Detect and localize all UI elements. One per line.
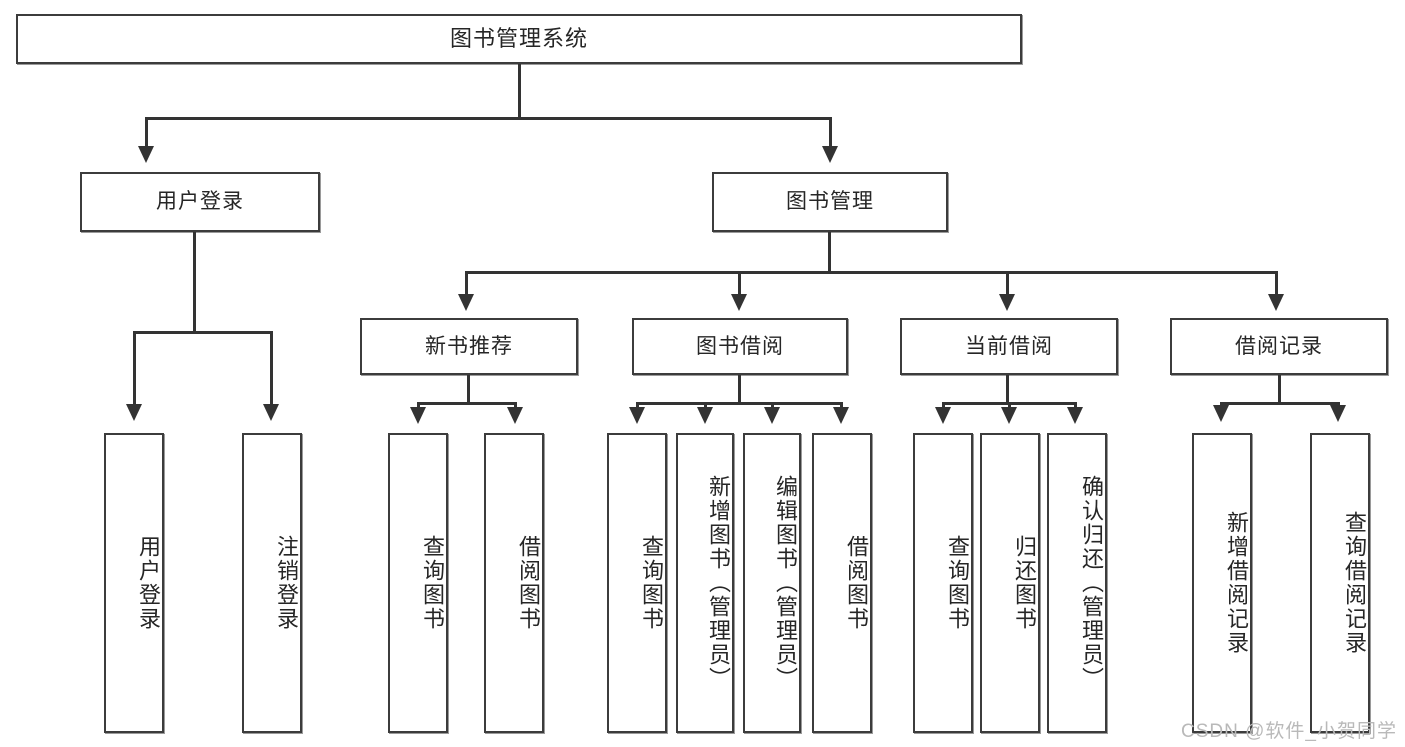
connector-bookborrow-to-leaf-3	[771, 402, 774, 410]
arrow-bm-to-borrow-record	[1268, 294, 1284, 311]
connector-user-login-to-leaf-1	[133, 331, 136, 407]
arrow-user-login-to-leaf-2	[263, 404, 279, 421]
leaf-borrowrecord-add-record[interactable]: 新增借阅记录	[1192, 433, 1252, 733]
connector-bm-to-new-book	[465, 271, 468, 297]
node-label: 编辑图书（管理员）	[773, 475, 798, 691]
arrow-root-to-user-login	[138, 146, 154, 163]
node-label: 新增借阅记录	[1224, 511, 1249, 655]
arrow-newbook-to-leaf-1	[410, 407, 426, 424]
arrow-user-login-to-leaf-1	[126, 404, 142, 421]
leaf-bookborrow-borrow-book[interactable]: 借阅图书	[812, 433, 872, 733]
arrow-currentborrow-to-leaf-2	[1001, 407, 1017, 424]
node-label: 查询图书	[945, 535, 970, 631]
arrow-bookborrow-to-leaf-1	[629, 407, 645, 424]
node-label: 当前借阅	[965, 334, 1053, 358]
connector-currentborrow-to-leaf-1	[942, 402, 945, 410]
node-label: 用户登录	[156, 190, 244, 214]
node-label: 借阅图书	[844, 535, 869, 631]
leaf-user-login-login[interactable]: 用户登录	[104, 433, 164, 733]
arrow-bm-to-new-book	[458, 294, 474, 311]
arrow-bookborrow-to-leaf-4	[833, 407, 849, 424]
node-label: 查询图书	[639, 535, 664, 631]
node-label: 借阅图书	[516, 535, 541, 631]
node-user-login[interactable]: 用户登录	[80, 172, 320, 232]
node-label: 图书管理系统	[449, 25, 588, 51]
leaf-bookborrow-edit-book-admin[interactable]: 编辑图书（管理员）	[743, 433, 801, 733]
leaf-bookborrow-add-book-admin[interactable]: 新增图书（管理员）	[676, 433, 734, 733]
arrow-bm-to-current-borrow	[999, 294, 1015, 311]
leaf-currentborrow-confirm-return-admin[interactable]: 确认归还（管理员）	[1047, 433, 1107, 733]
node-label: 归还图书	[1012, 535, 1037, 631]
connector-user-login-bus	[133, 331, 273, 334]
connector-bm-to-book-borrow	[738, 271, 741, 297]
arrow-borrowrecord-to-leaf-1	[1213, 405, 1229, 422]
node-current-borrow[interactable]: 当前借阅	[900, 318, 1118, 375]
connector-root-to-user-login	[145, 117, 148, 149]
connector-newbook-to-leaf-2	[514, 402, 517, 410]
connector-bm-to-current-borrow	[1006, 271, 1009, 297]
leaf-currentborrow-return-book[interactable]: 归还图书	[980, 433, 1040, 733]
arrow-currentborrow-to-leaf-1	[935, 407, 951, 424]
connector-bookborrow-to-leaf-2	[704, 402, 707, 410]
node-root-book-management-system[interactable]: 图书管理系统	[16, 14, 1022, 64]
connector-root-stem	[518, 64, 521, 119]
node-new-book-recommend[interactable]: 新书推荐	[360, 318, 578, 375]
connector-book-management-bus	[465, 271, 1278, 274]
connector-currentborrow-stem	[1006, 375, 1009, 404]
connector-bookborrow-to-leaf-4	[840, 402, 843, 410]
connector-bookborrow-to-leaf-1	[636, 402, 639, 410]
arrow-newbook-to-leaf-2	[507, 407, 523, 424]
node-label: 注销登录	[274, 535, 299, 631]
node-borrow-record[interactable]: 借阅记录	[1170, 318, 1388, 375]
connector-root-to-book-management	[829, 117, 832, 149]
connector-borrowrecord-bus	[1220, 402, 1340, 405]
node-label: 图书借阅	[696, 334, 784, 358]
connector-currentborrow-to-leaf-2	[1008, 402, 1011, 410]
leaf-newbook-borrow-book[interactable]: 借阅图书	[484, 433, 544, 733]
arrow-borrowrecord-to-leaf-2	[1330, 405, 1346, 422]
arrow-bookborrow-to-leaf-3	[764, 407, 780, 424]
connector-borrowrecord-stem	[1278, 375, 1281, 404]
connector-newbook-bus	[417, 402, 517, 405]
leaf-currentborrow-query-book[interactable]: 查询图书	[913, 433, 973, 733]
node-label: 查询借阅记录	[1342, 511, 1367, 655]
node-label: 确认归还（管理员）	[1079, 475, 1104, 691]
connector-user-login-to-leaf-2	[270, 331, 273, 407]
connector-newbook-stem	[467, 375, 470, 404]
connector-book-management-stem	[828, 232, 831, 273]
node-label: 借阅记录	[1235, 334, 1323, 358]
leaf-user-login-logout[interactable]: 注销登录	[242, 433, 302, 733]
connector-bookborrow-bus	[636, 402, 843, 405]
arrow-currentborrow-to-leaf-3	[1067, 407, 1083, 424]
arrow-root-to-book-management	[822, 146, 838, 163]
connector-root-bus	[145, 117, 832, 120]
leaf-borrowrecord-query-record[interactable]: 查询借阅记录	[1310, 433, 1370, 733]
arrow-bm-to-book-borrow	[731, 294, 747, 311]
leaf-newbook-query-book[interactable]: 查询图书	[388, 433, 448, 733]
node-label: 查询图书	[420, 535, 445, 631]
connector-user-login-stem	[193, 232, 196, 333]
node-label: 用户登录	[136, 535, 161, 631]
node-label: 新增图书（管理员）	[706, 475, 731, 691]
connector-newbook-to-leaf-1	[417, 402, 420, 410]
leaf-bookborrow-query-book[interactable]: 查询图书	[607, 433, 667, 733]
connector-bookborrow-stem	[738, 375, 741, 404]
node-label: 图书管理	[786, 190, 874, 214]
connector-bm-to-borrow-record	[1275, 271, 1278, 297]
node-book-borrow[interactable]: 图书借阅	[632, 318, 848, 375]
node-book-management[interactable]: 图书管理	[712, 172, 948, 232]
node-label: 新书推荐	[425, 334, 513, 358]
arrow-bookborrow-to-leaf-2	[697, 407, 713, 424]
connector-currentborrow-to-leaf-3	[1074, 402, 1077, 410]
